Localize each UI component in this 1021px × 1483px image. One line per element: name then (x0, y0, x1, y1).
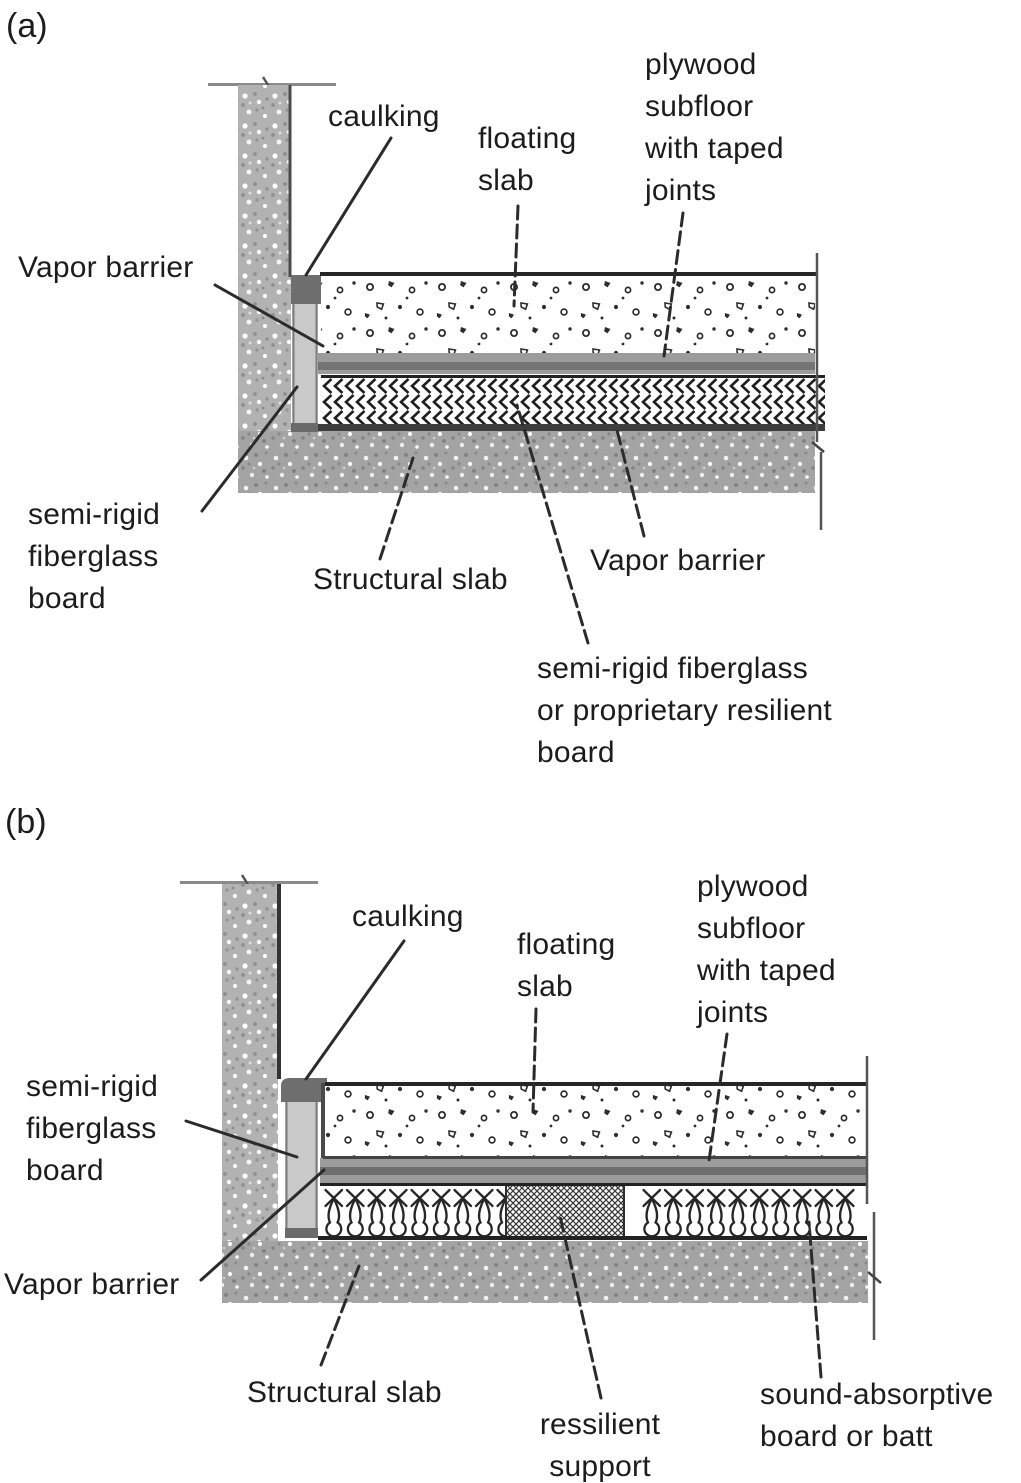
caulking-leader-a (304, 136, 393, 277)
floating-slab-leader-b (531, 1007, 538, 1114)
resilient-support-leader-b (558, 1214, 603, 1400)
label-plywood-subfloor-a: plywood subfloor with taped joints (645, 48, 784, 207)
semi-rigid-board-leader-a (200, 385, 299, 513)
caulking-leader-b (304, 939, 406, 1081)
vapor-barrier-line-a (318, 424, 825, 431)
caulking-a (291, 275, 321, 304)
vapor-barrier-left-leader-a (213, 283, 325, 348)
label-resilient-board-a: semi-rigid fiberglass or proprietary res… (537, 652, 832, 769)
panel-b-tag: (b) (5, 803, 47, 841)
wall-fiberglass-board-a (292, 304, 318, 424)
wall-fiberglass-board-b (285, 1100, 318, 1228)
sound-absorptive-leader-b (807, 1220, 823, 1379)
panel-b-drawing (180, 874, 882, 1400)
structural-slab-leader-b (319, 1264, 361, 1367)
label-caulking-b: caulking (352, 900, 464, 933)
label-structural-slab-b: Structural slab (247, 1376, 442, 1409)
label-plywood-subfloor-b: plywood subfloor with taped joints (697, 870, 836, 1029)
caulking-b (281, 1078, 327, 1102)
structural-slab-leader-a (378, 456, 415, 561)
semi-rigid-board-leader-b (184, 1119, 299, 1159)
label-floating-slab-b: floating slab (517, 928, 616, 1003)
resilient-board-leader-a (515, 403, 590, 645)
label-caulking-a: caulking (328, 100, 440, 133)
board-base-strip-b (285, 1228, 318, 1238)
plywood-leader-a (662, 211, 685, 358)
sound-absorptive-batt-right-b (641, 1186, 855, 1236)
floating-slab-a (321, 274, 815, 353)
floating-slab-b (325, 1084, 867, 1157)
vapor-barrier-leader-b (199, 1168, 326, 1282)
wall-cap-line-b (180, 881, 318, 884)
label-structural-slab-a: Structural slab (313, 563, 508, 596)
label-sound-absorptive-b: sound-absorptive board or batt (760, 1378, 994, 1453)
structural-slab-b (222, 1241, 868, 1303)
resilient-support-block-b (505, 1183, 625, 1238)
vapor-barrier-right-leader-a (614, 424, 646, 538)
floating-slab-top-line-b (325, 1082, 867, 1086)
sound-absorptive-batt-left-b (323, 1186, 505, 1236)
panel-a-drawing (200, 76, 825, 645)
plywood-leader-b (707, 1032, 729, 1163)
panel-a-tag: (a) (6, 7, 48, 45)
wall-cap-line-a (208, 83, 336, 86)
vapor-barrier-line-b (318, 1236, 867, 1240)
label-floating-slab-a: floating slab (478, 122, 577, 197)
wall-a (238, 85, 291, 493)
resilient-fiberglass-layer-a (321, 378, 825, 424)
floating-slab-leader-a (512, 204, 520, 308)
board-base-strip-a (291, 423, 318, 432)
label-semi-rigid-board-b: semi-rigid fiberglass board (26, 1070, 159, 1187)
label-semi-rigid-board-a: semi-rigid fiberglass board (28, 498, 161, 615)
label-vapor-barrier-left-a: Vapor barrier (18, 251, 194, 284)
label-vapor-barrier-right-a: Vapor barrier (590, 544, 766, 577)
label-resilient-support-b: ressilient support (539, 1408, 661, 1483)
label-vapor-barrier-b: Vapor barrier (4, 1268, 180, 1301)
wall-b (222, 884, 278, 1303)
floating-slab-top-line-a (320, 272, 816, 276)
